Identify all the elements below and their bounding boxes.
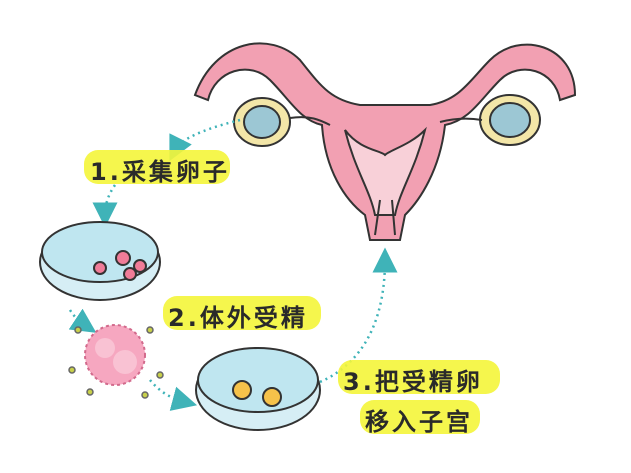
step3-label-line1: 3.把受精卵 xyxy=(343,368,483,396)
fertilized-egg-cluster xyxy=(68,324,164,399)
step3-label-line2: 移入子宫 xyxy=(365,408,473,436)
step1-highlight xyxy=(84,150,230,184)
petri-dish-eggs xyxy=(39,221,161,301)
step1-label: 1.采集卵子 xyxy=(90,158,230,186)
step3-highlight-line2 xyxy=(360,400,480,434)
flow-arrows xyxy=(68,118,398,411)
step3-highlight-line1 xyxy=(338,360,500,394)
arrow-to-embryo xyxy=(68,308,97,333)
arrow-to-dish2 xyxy=(149,379,198,411)
step2-highlight xyxy=(163,296,321,330)
petri-dish-embryos xyxy=(195,347,321,431)
uterus-drawing xyxy=(193,42,577,241)
arrow-to-dish1 xyxy=(92,184,118,228)
arrow-to-uterus xyxy=(319,247,398,384)
step2-label: 2.体外受精 xyxy=(168,304,308,332)
arrow-ovary-to-label xyxy=(169,118,241,162)
